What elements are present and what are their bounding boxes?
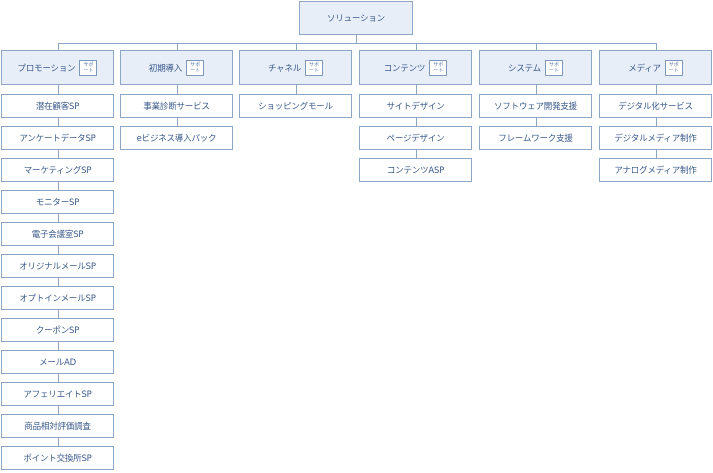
category-3[interactable]: コンテンツサポート xyxy=(359,50,472,85)
item-label: アフェリエイトSP xyxy=(23,390,92,400)
item-box[interactable]: ポイント交換所SP xyxy=(1,446,114,470)
support-badge[interactable]: サポート xyxy=(186,59,205,76)
item-label: 事業診断サービス xyxy=(143,102,210,112)
support-badge-text: サポ xyxy=(309,61,320,68)
item-box[interactable]: ショッピングモール xyxy=(239,94,352,118)
item-label: 電子会議室SP xyxy=(31,230,84,240)
item-box[interactable]: アンケートデータSP xyxy=(1,126,114,150)
category-4[interactable]: システムサポート xyxy=(479,50,592,85)
support-badge-text: サポ xyxy=(668,61,679,68)
category-2[interactable]: チャネルサポート xyxy=(239,50,352,85)
support-badge[interactable]: サポート xyxy=(544,59,563,76)
category-5[interactable]: メディアサポート xyxy=(599,50,712,85)
support-badge[interactable]: サポート xyxy=(305,59,324,76)
item-label: アナログメディア制作 xyxy=(614,166,697,176)
item-box[interactable]: オリジナルメールSP xyxy=(1,254,114,278)
item-label: モニターSP xyxy=(35,198,80,208)
category-0[interactable]: プロモーションサポート xyxy=(1,50,114,85)
item-box[interactable]: コンテンツASP xyxy=(359,158,472,182)
item-label: マーケティングSP xyxy=(23,166,92,176)
item-label: 潜在顧客SP xyxy=(35,102,80,112)
item-label: ページデザイン xyxy=(386,134,445,144)
support-badge-text: サポ xyxy=(548,61,559,68)
category-label: メディア xyxy=(628,63,661,74)
item-label: オプトインメールSP xyxy=(19,294,96,304)
category-label: プロモーション xyxy=(17,63,76,74)
item-box[interactable]: デジタルメディア制作 xyxy=(599,126,712,150)
item-box[interactable]: モニターSP xyxy=(1,190,114,214)
item-label: メールAD xyxy=(39,358,76,368)
support-badge[interactable]: サポート xyxy=(79,59,98,76)
item-box[interactable]: ソフトウェア開発支援 xyxy=(479,94,592,118)
support-badge-text: ート xyxy=(668,67,679,74)
item-box[interactable]: 潜在顧客SP xyxy=(1,94,114,118)
support-badge-text: ート xyxy=(190,67,201,74)
item-box[interactable]: アフェリエイトSP xyxy=(1,382,114,406)
category-1[interactable]: 初期導入サポート xyxy=(120,50,233,85)
support-badge-text: ート xyxy=(548,67,559,74)
category-label: システム xyxy=(508,63,541,74)
category-label: 初期導入 xyxy=(148,63,183,74)
category-label: チャネル xyxy=(267,63,302,74)
item-label: クーポンSP xyxy=(35,326,80,336)
item-box[interactable]: 事業診断サービス xyxy=(120,94,233,118)
item-box[interactable]: eビジネス導入パック xyxy=(120,126,233,150)
support-badge-text: ート xyxy=(309,67,320,74)
support-badge[interactable]: サポート xyxy=(429,59,448,76)
item-label: eビジネス導入パック xyxy=(136,134,217,144)
support-badge-text: サポ xyxy=(83,61,94,68)
support-badge-text: サポ xyxy=(433,61,444,68)
item-box[interactable]: 商品相対評価調査 xyxy=(1,414,114,438)
item-box[interactable]: クーポンSP xyxy=(1,318,114,342)
item-box[interactable]: サイトデザイン xyxy=(359,94,472,118)
item-label: オリジナルメールSP xyxy=(19,262,96,272)
item-label: 商品相対評価調査 xyxy=(24,422,91,432)
item-label: コンテンツASP xyxy=(386,166,445,176)
item-box[interactable]: フレームワーク支援 xyxy=(479,126,592,150)
item-label: ソフトウェア開発支援 xyxy=(493,102,577,112)
item-label: デジタルメディア制作 xyxy=(614,134,697,144)
root-label: ソリューション xyxy=(327,14,385,24)
support-badge[interactable]: サポート xyxy=(664,59,683,76)
root-node[interactable]: ソリューション xyxy=(299,1,413,35)
item-label: デジタル化サービス xyxy=(618,102,693,112)
item-box[interactable]: マーケティングSP xyxy=(1,158,114,182)
support-badge-text: サポ xyxy=(190,61,201,68)
item-box[interactable]: 電子会議室SP xyxy=(1,222,114,246)
item-box[interactable]: アナログメディア制作 xyxy=(599,158,712,182)
item-label: ポイント交換所SP xyxy=(23,454,92,464)
item-box[interactable]: デジタル化サービス xyxy=(599,94,712,118)
item-box[interactable]: メールAD xyxy=(1,350,114,374)
item-label: ショッピングモール xyxy=(258,102,333,112)
item-box[interactable]: オプトインメールSP xyxy=(1,286,114,310)
item-label: フレームワーク支援 xyxy=(498,134,573,144)
support-badge-text: ート xyxy=(83,67,94,74)
item-label: アンケートデータSP xyxy=(19,134,96,144)
category-label: コンテンツ xyxy=(383,63,426,74)
item-label: サイトデザイン xyxy=(386,102,445,112)
item-box[interactable]: ページデザイン xyxy=(359,126,472,150)
support-badge-text: ート xyxy=(433,67,444,74)
